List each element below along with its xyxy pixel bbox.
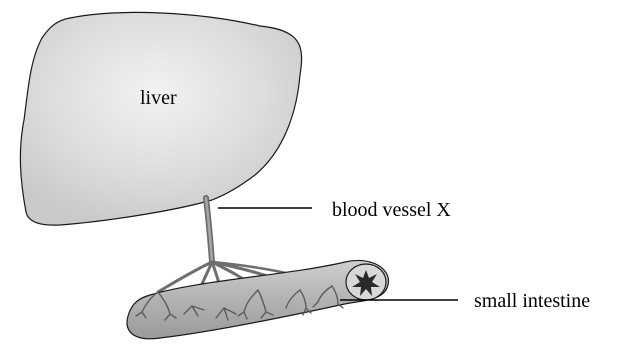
small-intestine-label: small intestine	[474, 290, 590, 312]
liver-label: liver	[140, 87, 177, 109]
liver-shape	[20, 12, 301, 225]
blood-vessel-label: blood vessel X	[332, 199, 451, 221]
